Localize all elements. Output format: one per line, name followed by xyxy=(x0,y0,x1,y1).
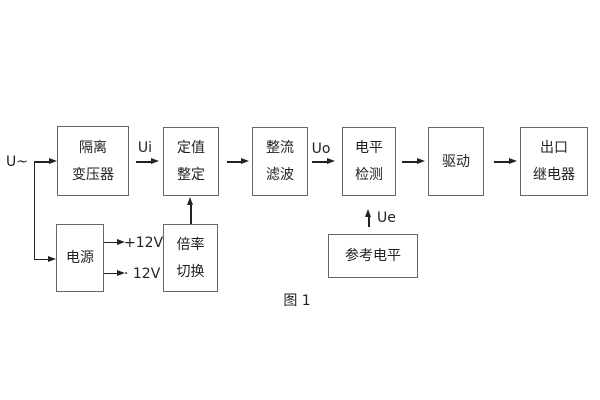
box-power-supply: 电源 xyxy=(56,224,104,292)
connector-power-neg12v xyxy=(104,272,117,274)
box-isolation-transformer: 隔离 变压器 xyxy=(57,126,129,196)
box-rectifier-filter: 整流 滤波 xyxy=(252,127,308,196)
connector-input-to-transformer xyxy=(33,161,51,163)
box-label: 驱动 xyxy=(442,153,470,170)
connector-drive-to-relay xyxy=(494,161,509,163)
signal-label-ui: Ui xyxy=(137,140,153,156)
signal-label-ue: Ue xyxy=(377,210,396,226)
input-voltage-label: U~ xyxy=(6,154,28,170)
connector-setting-to-rectifier xyxy=(227,161,241,163)
box-level-detection: 电平 检测 xyxy=(342,127,396,196)
box-label: 检测 xyxy=(355,167,383,183)
arrowhead-ui xyxy=(151,158,159,165)
arrowhead-into-rectifier xyxy=(241,158,249,165)
connector-power-pos12v xyxy=(104,241,117,243)
box-label: 定值 xyxy=(177,140,205,156)
power-output-neg12v-label: · 12V xyxy=(124,266,161,282)
power-output-pos12v-label: +12V xyxy=(124,235,164,251)
signal-label-uo: Uo xyxy=(311,141,331,157)
connector-ratio-to-setting xyxy=(190,204,192,224)
connector-input-branch-vertical xyxy=(33,161,35,259)
arrowhead-pos12v xyxy=(117,238,125,245)
arrowhead-ue xyxy=(365,209,372,217)
box-label: 整流 xyxy=(266,140,294,156)
box-label: 电平 xyxy=(355,140,383,156)
figure-caption: 图 1 xyxy=(283,293,311,309)
box-output-relay: 出口 继电器 xyxy=(520,127,588,196)
arrowhead-uo xyxy=(327,158,335,165)
arrowhead-into-relay xyxy=(509,158,517,165)
box-label: 倍率 xyxy=(176,236,205,253)
arrowhead-into-drive xyxy=(417,158,425,165)
box-label: 滤波 xyxy=(266,167,294,183)
box-label: 整定 xyxy=(177,167,205,183)
box-value-setting: 定值 整定 xyxy=(163,127,219,196)
box-reference-level: 参考电平 xyxy=(328,234,418,278)
box-label: 切换 xyxy=(176,263,205,280)
arrowhead-into-transformer xyxy=(49,158,57,165)
box-label: 电源 xyxy=(66,250,94,266)
box-label: 参考电平 xyxy=(345,248,401,264)
box-label: 隔离 xyxy=(79,139,107,156)
box-label: 出口 xyxy=(540,140,568,156)
connector-input-to-power xyxy=(33,258,49,260)
arrowhead-neg12v xyxy=(117,269,125,276)
connector-level-to-drive xyxy=(402,161,417,163)
arrowhead-into-setting xyxy=(187,197,194,205)
connector-ue xyxy=(368,216,370,227)
box-label: 继电器 xyxy=(533,167,575,183)
connector-uo xyxy=(312,161,327,163)
arrowhead-into-power xyxy=(48,255,56,262)
connector-ui xyxy=(136,161,151,163)
box-ratio-switching: 倍率 切换 xyxy=(163,224,218,292)
box-drive: 驱动 xyxy=(428,127,484,196)
box-label: 变压器 xyxy=(72,166,114,183)
